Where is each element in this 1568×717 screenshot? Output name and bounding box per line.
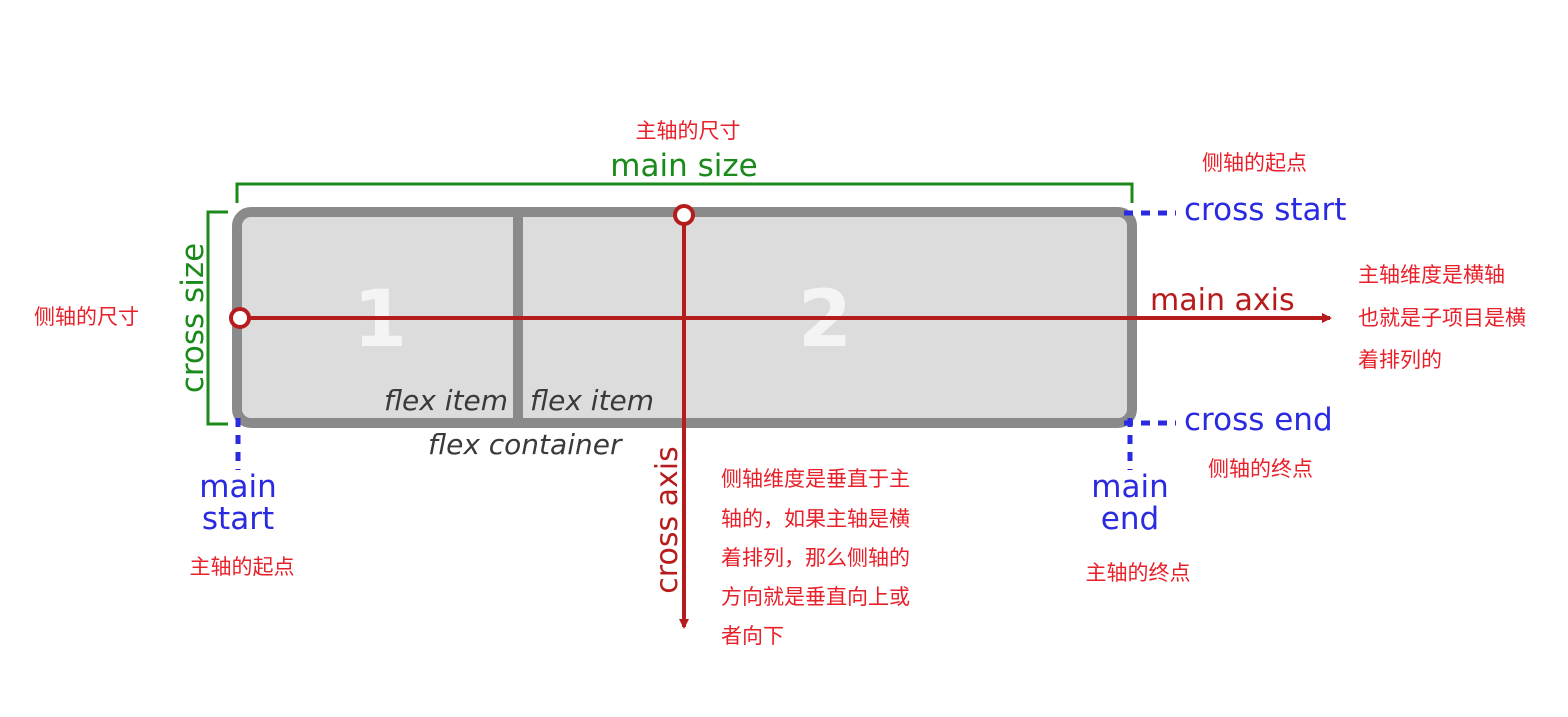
flex-container-label: flex container [428, 428, 623, 461]
main-start-label-line1: main [199, 469, 276, 505]
main-axis-note-line1: 主轴维度是横轴 [1358, 263, 1505, 287]
item-1-label: flex item [384, 384, 508, 417]
cross-end-label: cross end [1184, 402, 1333, 438]
cross-size-cn-label: 侧轴的尺寸 [34, 305, 139, 329]
main-axis-note-line2: 也就是子项目是横 [1358, 306, 1526, 330]
main-size-label: main size [610, 148, 757, 184]
cross-axis-origin [673, 204, 695, 226]
item-2-label: flex item [530, 384, 654, 417]
main-axis-origin [229, 307, 251, 329]
main-start-cn-label: 主轴的起点 [190, 555, 295, 579]
cross-end-cn-label: 侧轴的终点 [1208, 457, 1313, 481]
cross-axis-note-line3: 着排列，那么侧轴的 [721, 546, 910, 570]
cross-axis-note-line4: 方向就是垂直向上或 [721, 585, 910, 609]
main-size-bracket [235, 182, 1134, 203]
cross-axis-note-line1: 侧轴维度是垂直于主 [721, 467, 910, 491]
cross-axis-note-line2: 轴的，如果主轴是横 [721, 507, 910, 531]
cross-size-label: cross size [175, 243, 211, 393]
cross-start-cn-label: 侧轴的起点 [1202, 151, 1307, 175]
cross-size-bracket [206, 210, 228, 426]
main-end-label-line2: end [1101, 501, 1159, 537]
main-start-label-line2: start [202, 501, 274, 537]
main-axis-note-line3: 着排列的 [1358, 348, 1442, 372]
cross-axis-note-line5: 者向下 [721, 624, 784, 648]
main-end-cn-label: 主轴的终点 [1086, 561, 1191, 585]
main-axis-label: main axis [1150, 283, 1295, 318]
cross-start-label: cross start [1184, 192, 1346, 228]
cross-axis-label: cross axis [650, 446, 685, 593]
main-end-label-line1: main [1091, 469, 1168, 505]
main-size-cn-label: 主轴的尺寸 [636, 119, 741, 143]
